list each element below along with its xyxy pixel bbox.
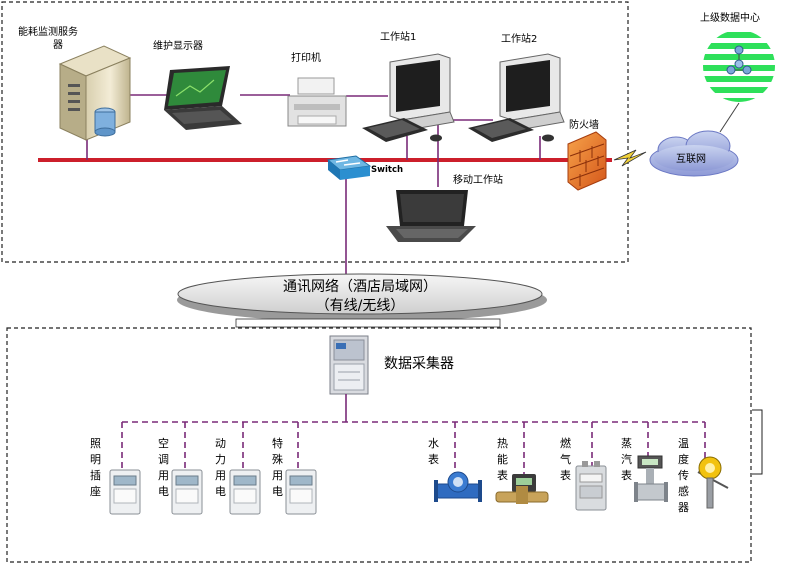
svg-text:蒸: 蒸 bbox=[621, 437, 632, 450]
server-icon bbox=[58, 45, 132, 141]
workstation-2-label: 工作站2 bbox=[501, 32, 537, 45]
side-bracket bbox=[752, 409, 763, 475]
internet-cloud-icon bbox=[649, 130, 739, 177]
svg-text:力: 力 bbox=[215, 453, 226, 466]
meter-ac-label: 空调 用电 bbox=[158, 436, 169, 498]
heat-meter-icon bbox=[495, 474, 549, 504]
svg-text:用: 用 bbox=[215, 469, 226, 482]
svg-text:度: 度 bbox=[678, 452, 689, 466]
svg-text:插: 插 bbox=[90, 468, 101, 482]
top-section-frame bbox=[1, 1, 629, 263]
internet-label: 互联网 bbox=[676, 153, 706, 165]
water-meter-icon bbox=[434, 471, 482, 502]
data-collector-icon bbox=[329, 335, 369, 395]
electric-meter-icon bbox=[229, 469, 261, 515]
bottom-section-frame bbox=[6, 327, 752, 563]
svg-text:电: 电 bbox=[272, 485, 283, 498]
svg-text:电: 电 bbox=[158, 485, 169, 498]
switch-label: Switch bbox=[371, 165, 403, 175]
svg-text:明: 明 bbox=[90, 453, 101, 466]
gas-meter-icon bbox=[575, 461, 607, 511]
data-center-globe-icon bbox=[703, 30, 775, 102]
temperature-sensor-icon bbox=[697, 456, 729, 509]
meter-bus bbox=[121, 421, 706, 476]
svg-text:空: 空 bbox=[158, 436, 169, 450]
mobile-workstation-label: 移动工作站 bbox=[453, 173, 503, 186]
svg-text:电: 电 bbox=[215, 485, 226, 498]
svg-text:表: 表 bbox=[621, 468, 632, 482]
datacenter-cloud-link bbox=[719, 102, 740, 133]
collector-label: 数据采集器 bbox=[384, 355, 454, 372]
svg-text:器: 器 bbox=[678, 501, 689, 514]
svg-text:用: 用 bbox=[272, 469, 283, 482]
maintenance-monitor-icon bbox=[164, 66, 242, 130]
svg-text:表: 表 bbox=[497, 468, 508, 482]
meter-gas-label: 燃气 表 bbox=[560, 436, 571, 482]
server-label: 能耗监测服务 bbox=[18, 25, 78, 38]
mobile-workstation-icon bbox=[386, 190, 476, 242]
top-connectors bbox=[86, 94, 541, 278]
workstation-2-icon bbox=[468, 53, 565, 142]
svg-text:汽: 汽 bbox=[621, 452, 632, 466]
switch-icon bbox=[326, 155, 372, 180]
svg-text:照: 照 bbox=[90, 437, 101, 450]
meter-lighting-label: 照明 插座 bbox=[90, 437, 101, 498]
svg-text:调: 调 bbox=[158, 453, 169, 466]
network-subtitle: （有线/无线） bbox=[316, 298, 405, 314]
workstation-1-label: 工作站1 bbox=[380, 30, 416, 43]
svg-text:水: 水 bbox=[428, 437, 439, 450]
svg-text:感: 感 bbox=[678, 485, 689, 498]
svg-text:燃: 燃 bbox=[560, 436, 571, 450]
meter-heat-label: 热能 表 bbox=[497, 437, 508, 482]
svg-text:座: 座 bbox=[90, 484, 101, 498]
lightning-icon bbox=[613, 149, 647, 167]
svg-text:温: 温 bbox=[678, 437, 689, 450]
meter-steam-label: 蒸汽 表 bbox=[621, 437, 632, 482]
workstation-1-icon bbox=[362, 53, 455, 142]
meter-power-label: 动力 用电 bbox=[215, 437, 226, 498]
svg-text:表: 表 bbox=[428, 452, 439, 466]
firewall-icon bbox=[567, 131, 607, 191]
svg-text:特: 特 bbox=[272, 436, 283, 450]
meter-special-label: 特殊 用电 bbox=[272, 436, 283, 498]
svg-text:气: 气 bbox=[560, 452, 571, 466]
electric-meter-icon bbox=[171, 469, 203, 515]
svg-text:能: 能 bbox=[497, 452, 508, 466]
svg-text:热: 热 bbox=[497, 437, 508, 450]
svg-text:传: 传 bbox=[678, 469, 689, 482]
svg-text:动: 动 bbox=[215, 437, 226, 450]
data-center-label: 上级数据中心 bbox=[700, 11, 760, 24]
network-base bbox=[235, 318, 501, 328]
monitor-label: 维护显示器 bbox=[153, 39, 203, 52]
electric-meter-icon bbox=[285, 469, 317, 515]
steam-meter-icon bbox=[634, 455, 668, 502]
electric-meter-icon bbox=[109, 469, 141, 515]
firewall-label: 防火墙 bbox=[569, 118, 599, 131]
printer-icon bbox=[287, 77, 347, 127]
network-oval bbox=[177, 273, 543, 315]
svg-text:表: 表 bbox=[560, 468, 571, 482]
svg-text:用: 用 bbox=[158, 469, 169, 482]
network-title: 通讯网络（酒店局域网） bbox=[283, 279, 437, 295]
printer-label: 打印机 bbox=[291, 51, 321, 64]
meter-temperature-label: 温度 传感 器 bbox=[678, 437, 689, 514]
server-label-line2: 器 bbox=[53, 39, 63, 51]
svg-text:殊: 殊 bbox=[272, 452, 283, 466]
meter-water-label: 水表 bbox=[428, 437, 439, 466]
